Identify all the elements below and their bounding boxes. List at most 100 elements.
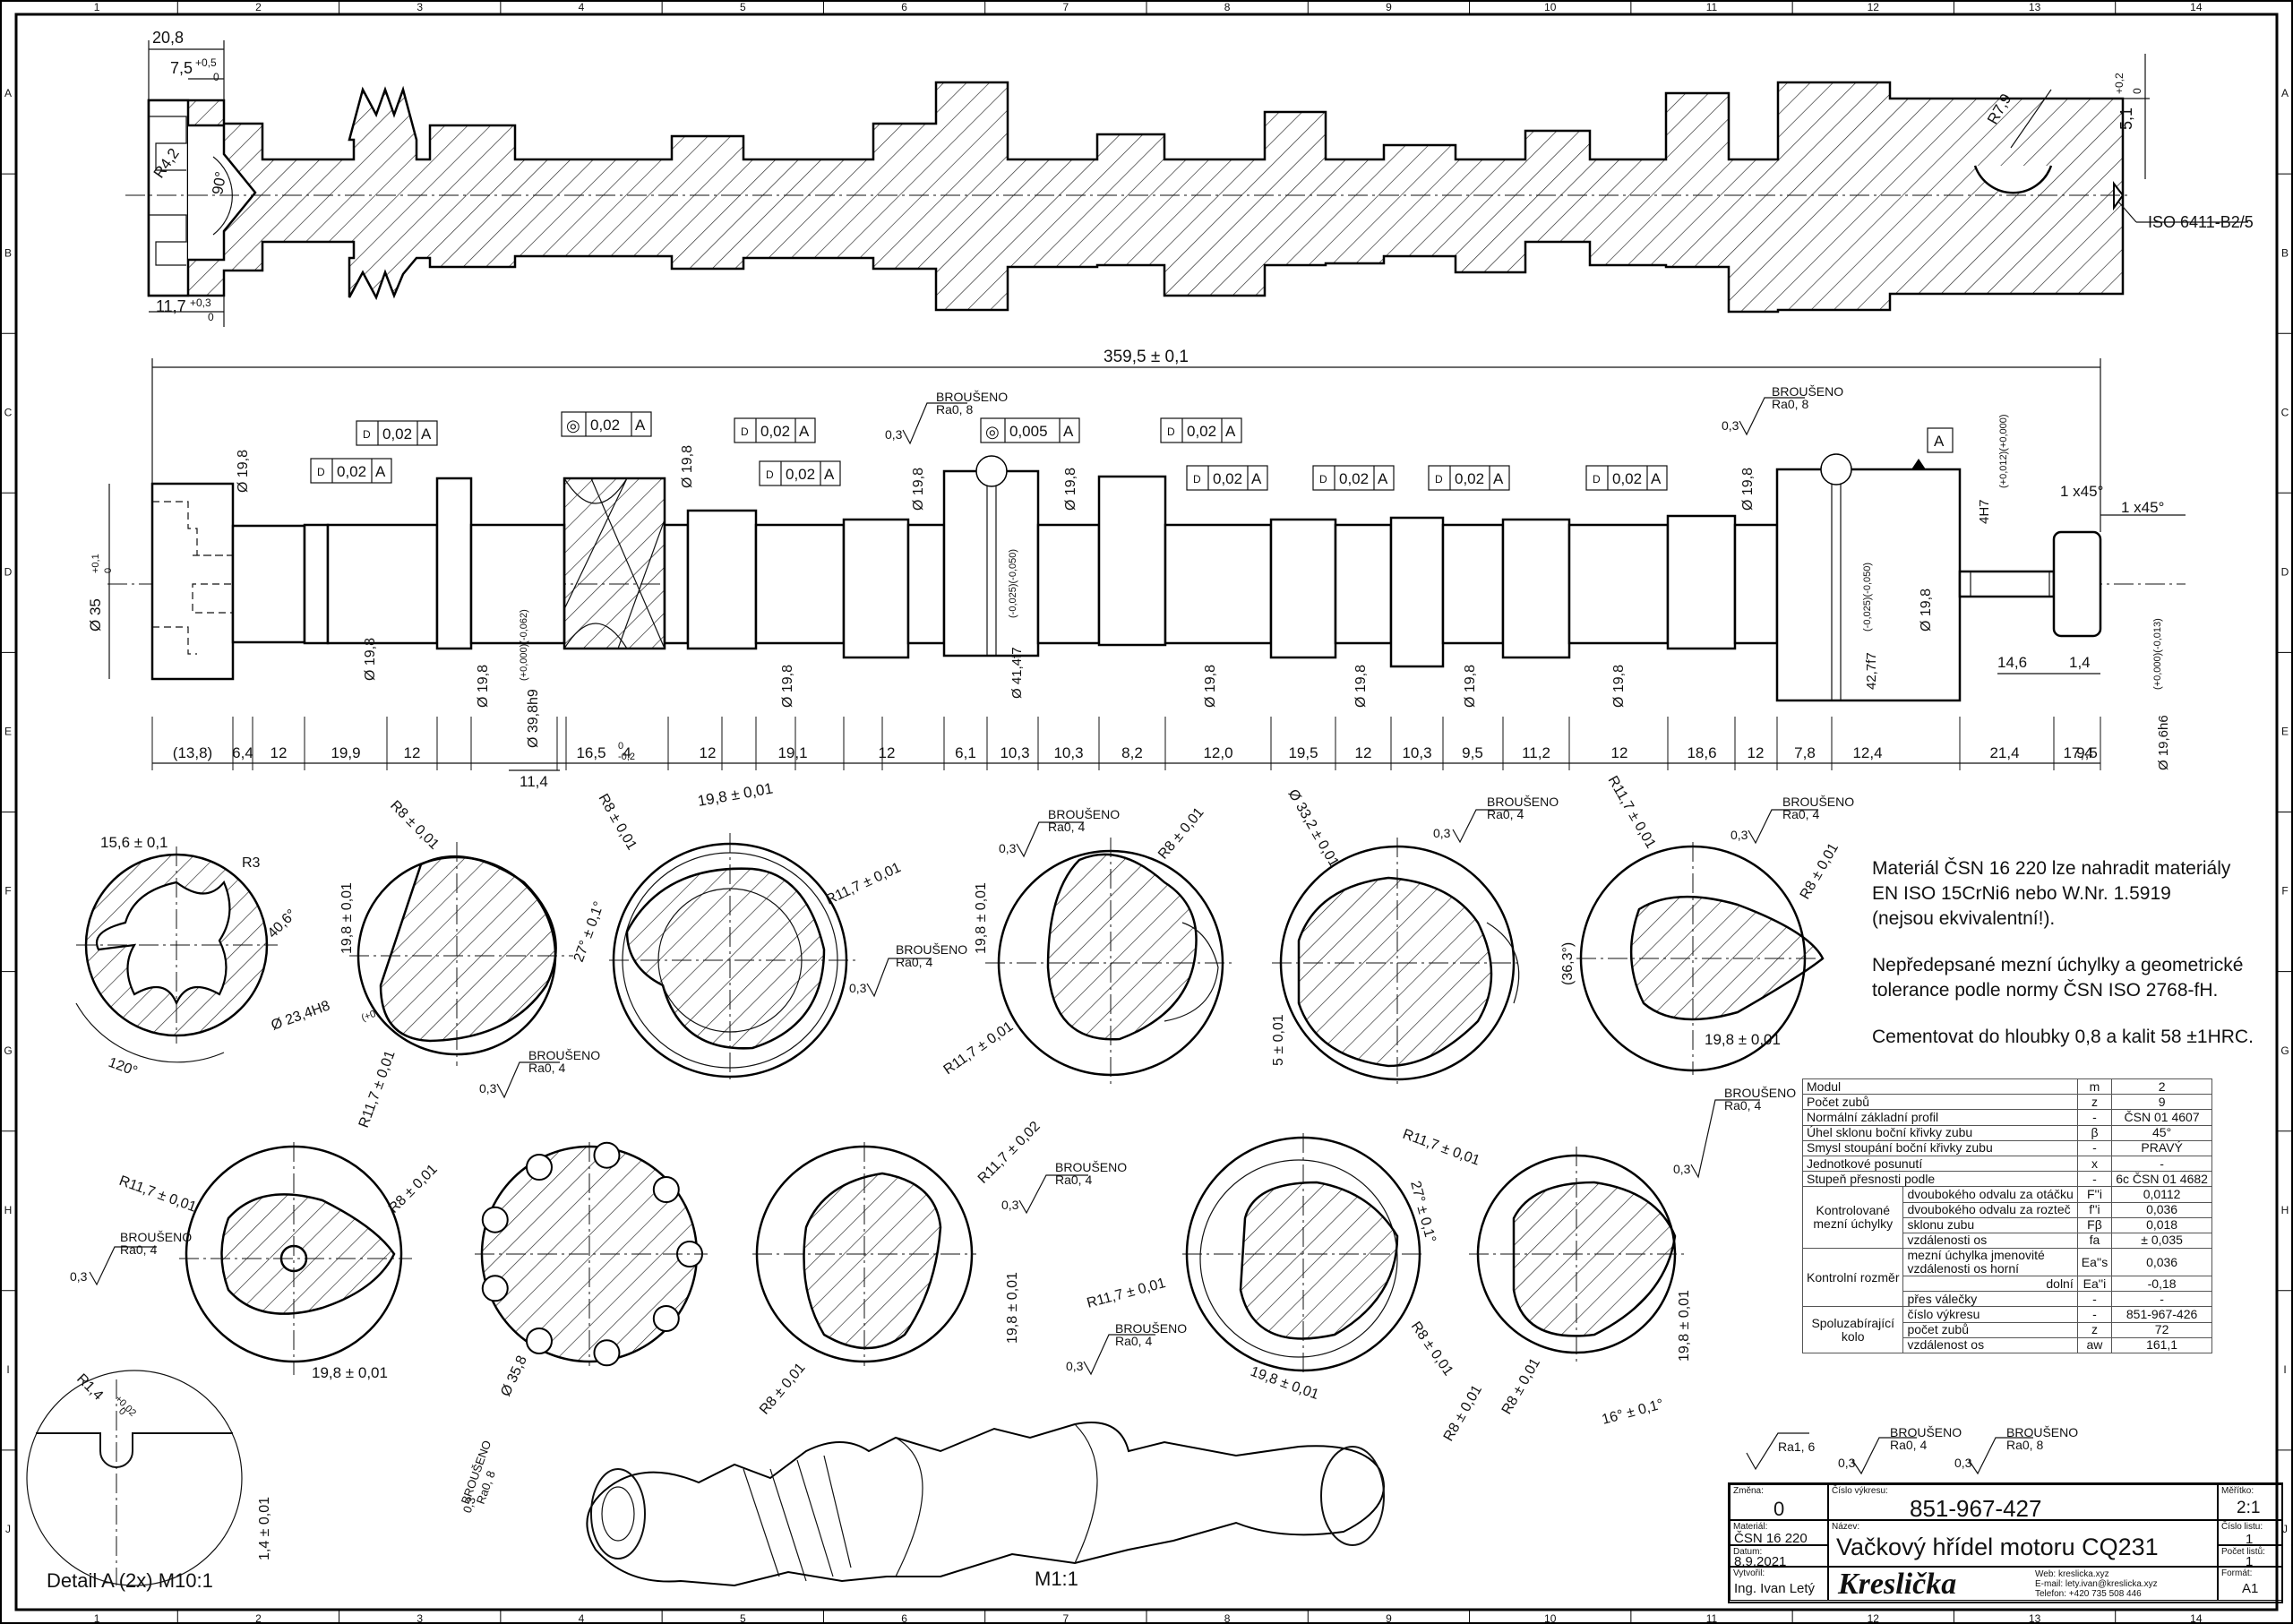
svg-text:Ra0, 4: Ra0, 4	[1724, 1098, 1761, 1113]
svg-text:Ø 19,8: Ø 19,8	[476, 665, 491, 708]
iso-label: M1:1	[1035, 1568, 1078, 1590]
svg-text:0,3: 0,3	[1722, 418, 1739, 433]
svg-text:Ra0, 4: Ra0, 4	[1487, 807, 1524, 821]
grid-row-label: G	[4, 1044, 12, 1057]
svg-text:0,3: 0,3	[1433, 826, 1451, 840]
svg-text:0,005: 0,005	[1009, 423, 1048, 440]
svg-text:D: D	[1167, 425, 1175, 438]
svg-text:R8 ± 0,01: R8 ± 0,01	[1408, 1319, 1456, 1379]
brand-logo: Kreslička	[1838, 1568, 1957, 1601]
grid-row-label: A	[4, 87, 12, 99]
grid-column-label: 11	[1706, 1, 1718, 13]
svg-text:R11,7 ± 0,01: R11,7 ± 0,01	[941, 1018, 1017, 1078]
note-line: tolerance podle normy ČSN ISO 2768-fH.	[1872, 980, 2219, 1001]
svg-text:0,3: 0,3	[460, 1495, 478, 1515]
grid-column-label: 11	[1706, 1612, 1718, 1624]
grid-column-label: 1	[94, 1, 100, 13]
svg-text:Ø 39,8h9: Ø 39,8h9	[526, 689, 541, 748]
chain-dim-label: 11,2	[1522, 744, 1550, 761]
grid-column-label: 8	[1224, 1, 1231, 13]
svg-text:Ø 19,8: Ø 19,8	[1463, 665, 1478, 708]
grid-column-label: 10	[1544, 1612, 1557, 1624]
svg-text:16° ± 0,1°: 16° ± 0,1°	[1601, 1396, 1666, 1428]
grid-row-label: I	[2283, 1363, 2286, 1376]
svg-text:0: 0	[2131, 88, 2143, 94]
gear-tooth-gap	[652, 1176, 680, 1204]
svg-text:(-0,025)(-0,050): (-0,025)(-0,050)	[1008, 549, 1018, 618]
grid-column-label: 7	[1063, 1, 1069, 13]
svg-text:4H7: 4H7	[1977, 499, 1992, 524]
grid-column-label: 6	[901, 1612, 907, 1624]
gear-tooth-gap	[652, 1304, 680, 1332]
gear-tooth-gap	[526, 1327, 553, 1354]
svg-text:D: D	[766, 468, 774, 481]
svg-text:14,6: 14,6	[1997, 654, 2027, 671]
svg-text:Ø 19,8: Ø 19,8	[780, 665, 795, 708]
main-view: 359,5 ± 0,1 Ø 35 +0,1 0 Ø 19,8 Ø 19,8 Ø …	[87, 348, 2186, 790]
svg-text:BROUŠENO: BROUŠENO	[1782, 795, 1854, 809]
svg-text:1 x45°: 1 x45°	[2121, 499, 2164, 516]
svg-text:Ø 41,4f7: Ø 41,4f7	[1009, 647, 1025, 699]
grid-row-label: E	[2281, 726, 2289, 738]
chain-dim-label: 10,3	[1402, 744, 1431, 761]
svg-text:(-0,025)(-0,050): (-0,025)(-0,050)	[1862, 563, 1873, 632]
svg-text:Ø 19,6h6: Ø 19,6h6	[2156, 715, 2171, 770]
svg-text:19,8 ± 0,01: 19,8 ± 0,01	[696, 779, 774, 809]
svg-text:0,3: 0,3	[1066, 1359, 1084, 1373]
svg-text:Ø 19,8: Ø 19,8	[1353, 665, 1369, 708]
svg-text:R11,7 ± 0,02: R11,7 ± 0,02	[975, 1119, 1043, 1187]
grid-column-label: 1	[94, 1612, 100, 1624]
svg-text:R8 ± 0,01: R8 ± 0,01	[1798, 840, 1842, 902]
svg-text:R8 ± 0,01: R8 ± 0,01	[1155, 805, 1207, 863]
svg-text:D: D	[363, 428, 371, 441]
svg-text:0,02: 0,02	[1612, 470, 1642, 487]
svg-text:Ø 19,8: Ø 19,8	[1740, 468, 1756, 511]
svg-text:0,3: 0,3	[999, 841, 1017, 855]
chain-dim-label: (13,8)	[173, 744, 212, 761]
gear-tooth-gap	[481, 1206, 509, 1233]
svg-text:0,02: 0,02	[1213, 470, 1242, 487]
svg-text:+0,1: +0,1	[90, 554, 101, 573]
svg-text:Ø 19,8: Ø 19,8	[1919, 589, 1934, 632]
svg-text:◎: ◎	[566, 417, 580, 434]
svg-text:A: A	[1651, 470, 1662, 487]
grid-row-label: G	[2280, 1044, 2289, 1057]
svg-text:(36,3°): (36,3°)	[1560, 942, 1576, 985]
grid-row-label: H	[2281, 1204, 2289, 1216]
detail-label: Detail A (2x) M10:1	[47, 1569, 213, 1592]
grid-column-label: 14	[2190, 1, 2203, 13]
svg-text:0,3: 0,3	[1838, 1456, 1856, 1470]
chain-dim-label: 9,5	[2076, 744, 2098, 761]
grid-row-label: B	[2281, 246, 2289, 259]
svg-text:Ra0, 8: Ra0, 8	[1772, 397, 1808, 411]
grid-row-label: A	[2281, 87, 2289, 99]
grid-column-label: 2	[255, 1, 262, 13]
drawing-title: Vačkový hřídel motoru CQ231	[1836, 1534, 2159, 1560]
chain-dim-label: 9,5	[1462, 744, 1483, 761]
chain-dim-label: 19,1	[777, 744, 807, 761]
chain-dim-label: 10,3	[1053, 744, 1083, 761]
svg-text:Ra0, 4: Ra0, 4	[1055, 1173, 1092, 1187]
svg-text:(+0,000)(-0,013): (+0,000)(-0,013)	[2152, 618, 2163, 690]
svg-text:0,3: 0,3	[479, 1081, 497, 1096]
dim-angle-90: 90°	[209, 170, 229, 196]
note-line: (nejsou ekvivalentní!).	[1872, 908, 2056, 929]
svg-text:0: 0	[208, 311, 214, 323]
svg-text:A: A	[1378, 470, 1388, 487]
grid-row-label: D	[4, 566, 13, 579]
svg-text:Ø 19,8: Ø 19,8	[236, 450, 251, 493]
svg-text:19,8 ± 0,01: 19,8 ± 0,01	[1005, 1272, 1020, 1344]
svg-text:D: D	[1193, 473, 1201, 485]
svg-text:Ø 35,8: Ø 35,8	[498, 1353, 530, 1399]
longitudinal-section: 20,8 7,5 +0,5 0 R4,2 90° 11,7 +0,3 0 R7,…	[125, 29, 2254, 327]
svg-text:Ø 19,8: Ø 19,8	[363, 638, 378, 681]
grid-column-label: 9	[1386, 1612, 1392, 1624]
svg-text:0: 0	[213, 71, 219, 83]
svg-text:Ra0, 4: Ra0, 4	[528, 1061, 565, 1075]
note-line: Cementovat do hloubky 0,8 a kalit 58 ±1H…	[1872, 1027, 2254, 1047]
svg-text:R11,7 ± 0,01: R11,7 ± 0,01	[824, 860, 904, 908]
svg-text:Ra1, 6: Ra1, 6	[1778, 1439, 1815, 1454]
svg-text:D: D	[741, 425, 749, 438]
gear-tooth-gap	[526, 1154, 553, 1181]
svg-text:Ø 19,8: Ø 19,8	[1611, 665, 1627, 708]
